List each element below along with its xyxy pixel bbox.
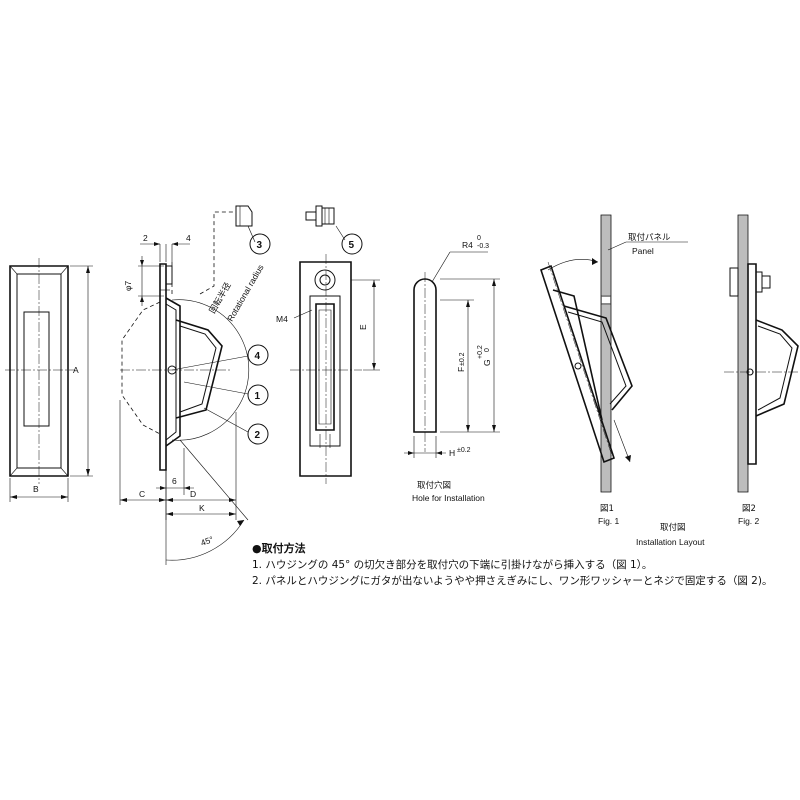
svg-text:5: 5 <box>349 240 355 251</box>
instruction-step-2: 2. パネルとハウジングにガタが出ないようやや押さえぎみにし、ワン形ワッシャーと… <box>252 575 773 587</box>
front-view: A B <box>5 258 93 502</box>
dim-m4-label: M4 <box>276 314 288 324</box>
hole-title-en: Hole for Installation <box>412 493 485 503</box>
svg-text:0: 0 <box>484 348 491 352</box>
callout-3: 3 <box>250 234 270 254</box>
dim-f-label: F <box>456 367 466 372</box>
instruction-step-1: 1. ハウジングの 45° の切欠き部分を取付穴の下端に引掛けながら挿入する（図… <box>252 559 653 571</box>
fig1-ja: 図1 <box>600 504 614 514</box>
callout-4: 4 <box>248 345 268 365</box>
svg-text:+0.2: +0.2 <box>477 345 484 359</box>
dim-b-label: B <box>33 484 39 494</box>
svg-text:3: 3 <box>257 240 263 251</box>
callout-leaders <box>172 226 345 432</box>
svg-text:-0.3: -0.3 <box>477 243 489 250</box>
layout-title-ja: 取付図 <box>660 522 686 533</box>
hole-title-ja: 取付穴図 <box>417 480 451 491</box>
svg-text:±0.2: ±0.2 <box>459 352 466 366</box>
installation-instructions: ●取付方法 1. ハウジングの 45° の切欠き部分を取付穴の下端に引掛けながら… <box>252 541 797 589</box>
dim-phi7-label: φ7 <box>123 280 133 291</box>
svg-text:2: 2 <box>255 430 261 441</box>
fig2-view: 図2 Fig. 2 <box>724 215 800 526</box>
fig1-view: 取付パネル Panel 図1 Fig. 1 取付図 Installation L… <box>541 215 705 547</box>
svg-text:1: 1 <box>255 391 261 402</box>
panel-label-ja: 取付パネル <box>628 232 671 243</box>
hole-view: R4 0 -0.3 F ±0.2 G +0.2 0 H ±0.2 取付穴図 Ho… <box>404 235 500 503</box>
dim-k-label: K <box>199 503 205 513</box>
dim-c-label: C <box>139 489 145 499</box>
svg-text:4: 4 <box>255 351 261 362</box>
instructions-heading: ●取付方法 <box>252 542 306 555</box>
rotational-radius-en: Rotational radius <box>225 263 266 323</box>
svg-text:±0.2: ±0.2 <box>457 447 471 454</box>
dim-h-label: H <box>449 448 455 458</box>
dim-g-label: G <box>482 359 492 366</box>
callout-1: 1 <box>248 385 268 405</box>
fig2-en: Fig. 2 <box>738 516 760 526</box>
side-view: 2 4 φ7 回転半径 Rotational radius C 6 D K <box>120 212 266 565</box>
fig2-ja: 図2 <box>742 504 756 514</box>
dim-r4-label: R4 <box>462 240 473 250</box>
layout-title-en: Installation Layout <box>636 537 705 547</box>
dim-2-label: 2 <box>143 233 148 243</box>
panel-label-en: Panel <box>632 246 654 256</box>
dim-angle-label: 45° <box>199 534 215 548</box>
callout-5: 5 <box>342 234 362 254</box>
back-view: M4 E <box>276 254 380 484</box>
screw-part <box>306 206 334 226</box>
dim-6-label: 6 <box>172 476 177 486</box>
callout-2: 2 <box>248 424 268 444</box>
dim-4-label: 4 <box>186 233 191 243</box>
washer-part <box>236 206 252 226</box>
dim-d-label: D <box>190 489 196 499</box>
svg-text:0: 0 <box>477 235 481 242</box>
dim-a-label: A <box>73 365 79 375</box>
fig1-en: Fig. 1 <box>598 516 620 526</box>
dim-e-label: E <box>358 324 368 330</box>
